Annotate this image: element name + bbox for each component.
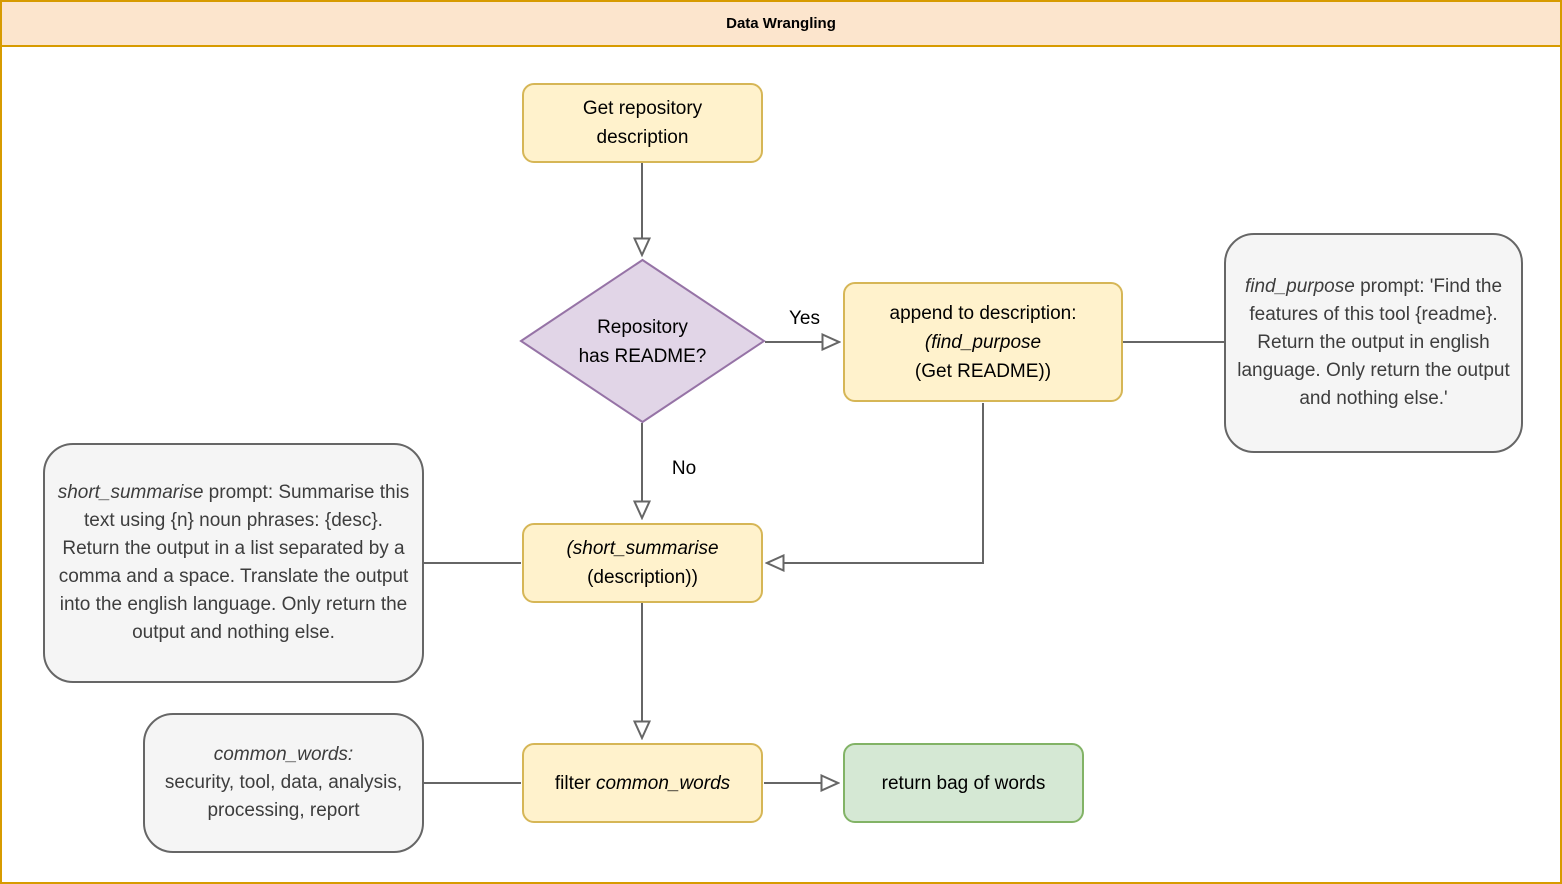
node-short-summarise-line1: (short_summarise [566,538,719,559]
note-short-summarise-prompt: short_summarise prompt: Summarise this t… [43,443,424,683]
note-common-words-name: common_words: [213,744,354,765]
node-append-line2: (find_purpose [924,331,1042,353]
edge-label-yes: Yes [789,308,820,329]
note-short-summarise-inner: short_summarise prompt: Summarise this t… [53,445,414,681]
node-decision-repository-has-readme: Repository has README? [532,301,753,382]
node-filter-common-words: filter common_words [522,743,763,823]
note-short-summarise-name: short_summarise [57,482,204,503]
node-short-summarise-line2: (description)) [587,567,698,588]
diagram-title-bar: Data Wrangling [2,2,1560,47]
edge-label-no: No [671,458,697,479]
node-decision-label: Repository has README? [578,316,707,367]
note-find-purpose-name: find_purpose [1244,276,1355,297]
node-return-bag-label: return bag of words [881,772,1046,794]
note-common-words-inner: common_words: security, tool, data, analy… [153,715,414,851]
note-short-summarise-body: short_summarise prompt: Summarise this t… [53,479,414,647]
node-filter-prefix: filter [554,772,591,794]
edge-append-to-summarise [767,403,984,563]
note-common-words: common_words: security, tool, data, analy… [143,713,424,853]
note-find-purpose-prompt: find_purpose prompt: 'Find the features … [1224,233,1523,453]
node-return-bag-of-words: return bag of words [843,743,1084,823]
note-short-summarise-text: prompt: Summarise this text using {n} no… [58,482,410,643]
node-short-summarise-call: (short_summarise (description)) [522,523,763,603]
node-get-repository-description-label: Get repository description [582,98,703,148]
note-common-words-body: common_words: security, tool, data, analy… [153,741,414,825]
note-find-purpose-text: prompt: 'Find the features of this tool … [1237,276,1510,409]
node-append-line3: (Get README)) [914,360,1052,382]
diagram-title: Data Wrangling [726,15,836,32]
node-filter-keyword: common_words [596,772,731,794]
note-common-words-text: security, tool, data, analysis, processi… [164,772,403,821]
node-get-repository-description: Get repository description [522,83,763,163]
note-find-purpose-inner: find_purpose prompt: 'Find the features … [1234,235,1513,451]
node-append-line1: append to description: [889,302,1077,324]
node-append-to-description: append to description: (find_purpose (Ge… [843,282,1123,402]
note-find-purpose-body: find_purpose prompt: 'Find the features … [1234,273,1513,413]
